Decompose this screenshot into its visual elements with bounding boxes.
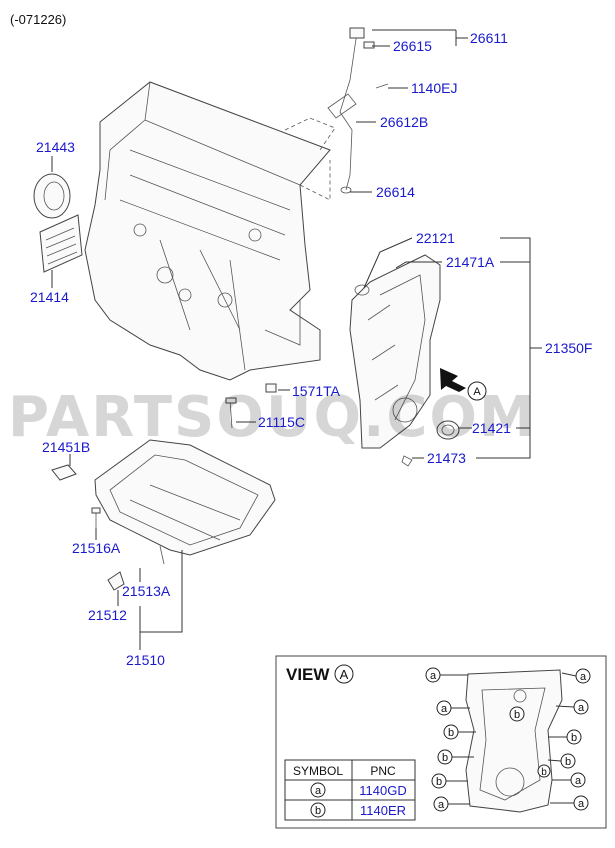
part-label-21443[interactable]: 21443 <box>36 139 75 155</box>
leader-lines <box>51 29 542 650</box>
part-label-1140EJ[interactable]: 1140EJ <box>411 80 457 96</box>
marker-a: a <box>575 775 582 787</box>
part-label-21473[interactable]: 21473 <box>427 450 466 466</box>
watermark: PARTSOUQ.COM <box>8 385 537 450</box>
part-label-21512[interactable]: 21512 <box>88 607 127 623</box>
marker-a: a <box>441 703 448 715</box>
engine-block-illustration <box>84 81 336 381</box>
part-label-21350F[interactable]: 21350F <box>545 340 592 356</box>
view-a-markers: a a b b b a a a b b a a b b <box>425 667 591 812</box>
view-a-panel: VIEW A SYMBOL PNC a 1140GD b 1140ER <box>275 655 607 829</box>
view-a-callout: A <box>473 386 481 398</box>
part-label-1571TA[interactable]: 1571TA <box>292 383 341 399</box>
part-label-26612B[interactable]: 26612B <box>380 114 428 130</box>
table-symbol-a: a <box>315 785 322 797</box>
table-pnc-1140ER[interactable]: 1140ER <box>360 803 406 818</box>
marker-b: b <box>448 727 454 739</box>
part-label-21115C[interactable]: 21115C <box>258 414 305 430</box>
plate-21414-illustration <box>39 214 83 273</box>
date-range-label: (-071226) <box>10 12 66 27</box>
symbol-table: SYMBOL PNC a 1140GD b 1140ER <box>284 759 416 821</box>
marker-a: a <box>578 798 585 810</box>
marker-b: b <box>565 756 571 768</box>
part-label-26615[interactable]: 26615 <box>393 38 432 54</box>
marker-a: a <box>430 670 437 682</box>
table-symbol-b: b <box>315 805 321 817</box>
part-label-26611[interactable]: 26611 <box>470 30 508 46</box>
marker-b: b <box>442 752 448 764</box>
part-label-21516A[interactable]: 21516A <box>72 540 121 556</box>
dipstick-illustration <box>327 27 389 194</box>
marker-a: a <box>580 671 587 683</box>
view-title: VIEW <box>286 665 330 684</box>
part-label-21471A[interactable]: 21471A <box>446 254 495 270</box>
small-parts-illustration <box>225 383 277 429</box>
part-label-21451B[interactable]: 21451B <box>42 439 90 455</box>
part-label-21513A[interactable]: 21513A <box>122 583 171 599</box>
part-label-21414[interactable]: 21414 <box>30 289 69 305</box>
oil-pan-illustration <box>51 439 276 591</box>
timing-cover-illustration: A <box>349 254 487 467</box>
marker-a: a <box>578 702 585 714</box>
part-label-26614[interactable]: 26614 <box>376 184 415 200</box>
part-label-21510[interactable]: 21510 <box>126 652 165 668</box>
view-letter: A <box>340 667 349 682</box>
marker-b: b <box>571 732 577 744</box>
part-label-21421[interactable]: 21421 <box>472 420 511 436</box>
symbol-header: SYMBOL <box>293 764 343 778</box>
oil-seal-21443-illustration <box>33 173 71 219</box>
marker-b: b <box>436 776 442 788</box>
view-a-marker-leaders <box>440 672 577 805</box>
marker-b: b <box>541 767 547 778</box>
table-pnc-1140GD[interactable]: 1140GD <box>359 783 406 798</box>
marker-b: b <box>514 709 520 721</box>
pnc-header: PNC <box>370 764 396 778</box>
part-labels: 26611 26615 1140EJ 26612B 26614 21443 21… <box>30 30 592 668</box>
view-a-cover-illustration <box>465 669 563 813</box>
marker-a: a <box>438 799 445 811</box>
part-label-22121[interactable]: 22121 <box>416 230 455 246</box>
